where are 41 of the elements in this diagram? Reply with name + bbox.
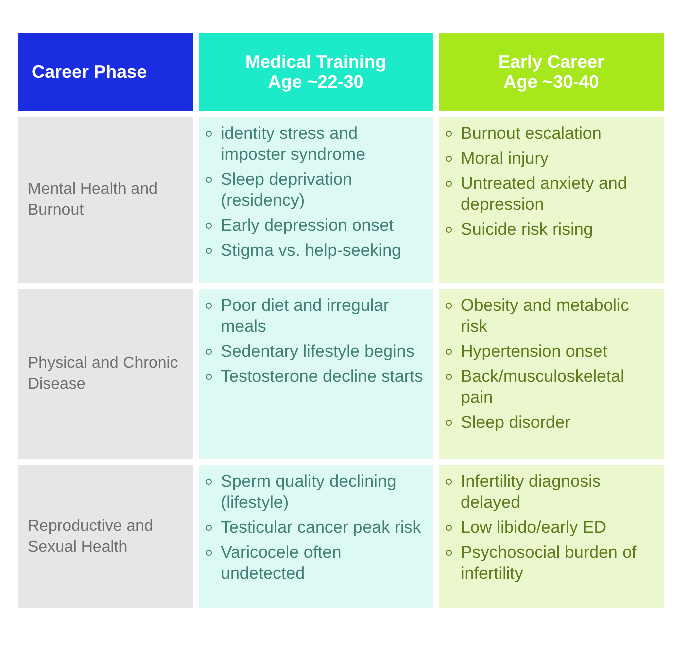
table-cell bbox=[439, 465, 664, 608]
list-item: Sedentary lifestyle begins bbox=[203, 341, 425, 362]
list-item: Untreated anxiety and depression bbox=[443, 173, 656, 215]
list-item: Testosterone decline starts bbox=[203, 366, 425, 387]
header-text: Age ~30-40 bbox=[504, 72, 600, 92]
list-item: Testicular cancer peak risk bbox=[203, 517, 425, 538]
table-cell bbox=[199, 465, 433, 608]
list-item: Poor diet and irregular meals bbox=[203, 295, 425, 337]
header-text: Early Career bbox=[498, 52, 605, 72]
list-item: identity stress and imposter syndrome bbox=[203, 123, 425, 165]
list-item: Sperm quality declining (lifestyle) bbox=[203, 471, 425, 513]
list-item: Moral injury bbox=[443, 148, 656, 169]
list-item: Burnout escalation bbox=[443, 123, 656, 144]
list-item: Back/musculoskeletal pain bbox=[443, 366, 656, 408]
header-text: Age ~22-30 bbox=[268, 72, 364, 92]
list-item: Low libido/early ED bbox=[443, 517, 656, 538]
row-header-cell bbox=[18, 465, 193, 608]
list-item: Obesity and metabolic risk bbox=[443, 295, 656, 337]
list-item: Varicocele often undetected bbox=[203, 542, 425, 584]
header-cell bbox=[439, 33, 664, 111]
header-text: Medical Training bbox=[245, 52, 387, 72]
row-header-cell bbox=[18, 117, 193, 283]
table-cell bbox=[199, 117, 433, 283]
list-item: Suicide risk rising bbox=[443, 219, 656, 240]
table-cell bbox=[199, 289, 433, 459]
row-header-cell bbox=[18, 289, 193, 459]
list-item: Early depression onset bbox=[203, 215, 425, 236]
table-cell bbox=[439, 117, 664, 283]
header-cell bbox=[199, 33, 433, 111]
row-label: Physical and Chronic Disease bbox=[28, 354, 180, 395]
list-item: Hypertension onset bbox=[443, 341, 656, 362]
list-item: Psychosocial burden of infertility bbox=[443, 542, 656, 584]
header-cell bbox=[18, 33, 193, 111]
list-item: Infertility diagnosis delayed bbox=[443, 471, 656, 513]
table-cell bbox=[439, 289, 664, 459]
list-item: Sleep disorder bbox=[443, 412, 656, 433]
list-item: Sleep deprivation (residency) bbox=[203, 169, 425, 211]
header-text: Career Phase bbox=[32, 62, 148, 82]
row-label: Reproductive and Sexual Health bbox=[28, 516, 154, 558]
list-item: Stigma vs. help-seeking bbox=[203, 240, 425, 261]
row-label: Mental Health and Burnout bbox=[28, 180, 159, 221]
